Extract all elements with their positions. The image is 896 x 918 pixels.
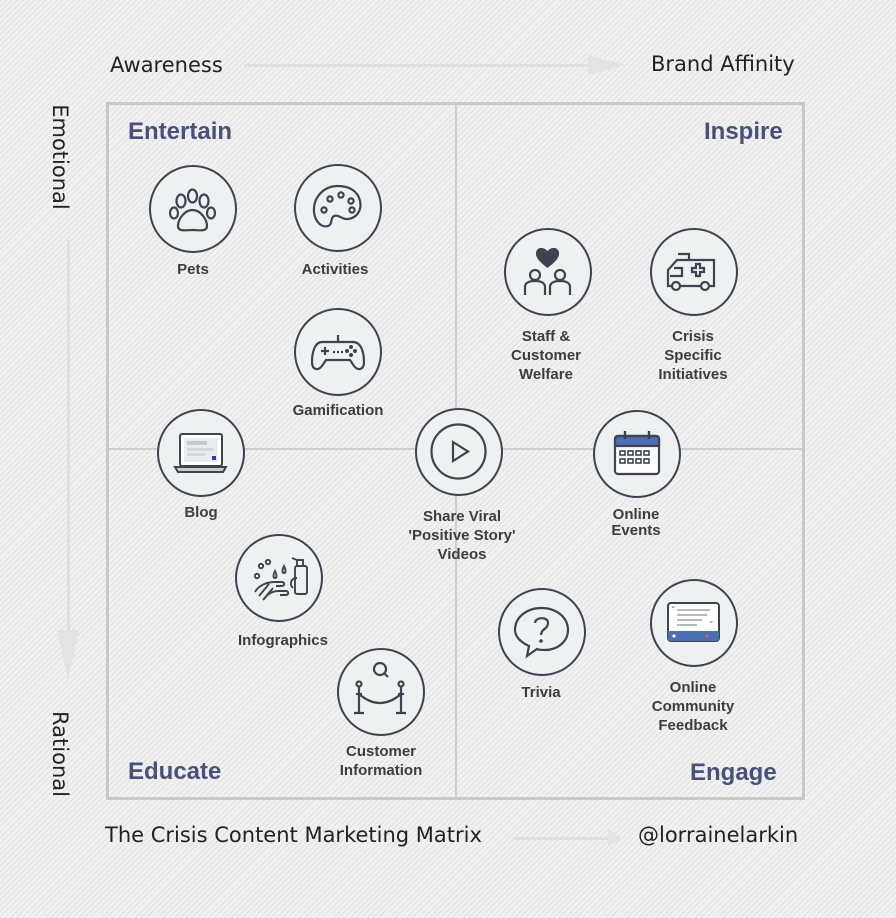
viral-videos-label: Share Viral 'Positive Story' Videos	[408, 508, 516, 563]
calendar-icon	[613, 431, 661, 476]
staff-welfare-label: Staff & Customer Welfare	[510, 328, 581, 383]
activities-label: Activities	[301, 261, 369, 278]
bottom-axis-arrow-head	[608, 829, 622, 847]
paw-icon	[168, 188, 217, 232]
author-handle: @lorrainelarkin	[638, 823, 799, 847]
infographics-node	[235, 534, 323, 622]
axis-rational-label: Rational	[48, 711, 72, 797]
top-axis-arrow-line	[244, 64, 589, 67]
trivia-label: Trivia	[521, 684, 561, 701]
staff-welfare-node	[504, 228, 592, 316]
quadrant-engage-title: Engage	[690, 759, 777, 786]
question-bubble-icon	[513, 606, 570, 659]
crisis-initiatives-node	[650, 228, 738, 316]
viral-videos-node	[415, 408, 503, 496]
top-axis-arrow-head	[588, 55, 626, 75]
matrix-title: The Crisis Content Marketing Matrix	[105, 823, 482, 847]
infographics-label: Infographics	[237, 632, 328, 649]
left-axis-arrow-line	[67, 240, 70, 640]
svg-text:“: “	[671, 605, 675, 614]
blog-node	[157, 409, 245, 497]
axis-awareness-label: Awareness	[110, 53, 223, 77]
feedback-card-icon: “ ”	[667, 602, 720, 642]
community-feedback-node: “ ”	[650, 579, 738, 667]
gamification-node	[294, 308, 382, 396]
quadrant-entertain-title: Entertain	[128, 118, 233, 145]
customer-information-node	[337, 648, 425, 736]
left-axis-arrow-head	[57, 630, 79, 680]
blog-label: Blog	[184, 504, 218, 521]
customer-information-label: Customer Information	[339, 743, 423, 779]
trivia-node	[498, 588, 586, 676]
laptop-icon	[173, 433, 228, 473]
game-controller-icon	[310, 335, 366, 371]
handwashing-icon	[253, 557, 308, 601]
quadrant-inspire-title: Inspire	[704, 118, 783, 145]
axis-brand-affinity-label: Brand Affinity	[651, 52, 795, 76]
crisis-initiatives-label: Crisis Specific Initiatives	[658, 328, 728, 383]
quadrant-educate-title: Educate	[128, 758, 222, 785]
gamification-label: Gamification	[292, 402, 384, 419]
axis-emotional-label: Emotional	[48, 104, 72, 210]
svg-text:”: ”	[709, 620, 713, 629]
online-events-label: Online Events	[611, 506, 661, 539]
pets-label: Pets	[177, 261, 209, 278]
bottom-axis-arrow-line	[513, 837, 610, 840]
activities-node	[294, 164, 382, 252]
ambulance-icon	[666, 252, 716, 292]
matrix-frame	[106, 102, 805, 800]
queue-barrier-icon	[354, 661, 406, 715]
pets-node	[149, 165, 237, 253]
palette-icon	[312, 184, 362, 228]
play-icon	[430, 423, 487, 480]
people-heart-icon	[523, 247, 572, 295]
online-events-node	[593, 410, 681, 498]
community-feedback-label: Online Community Feedback	[651, 679, 735, 734]
